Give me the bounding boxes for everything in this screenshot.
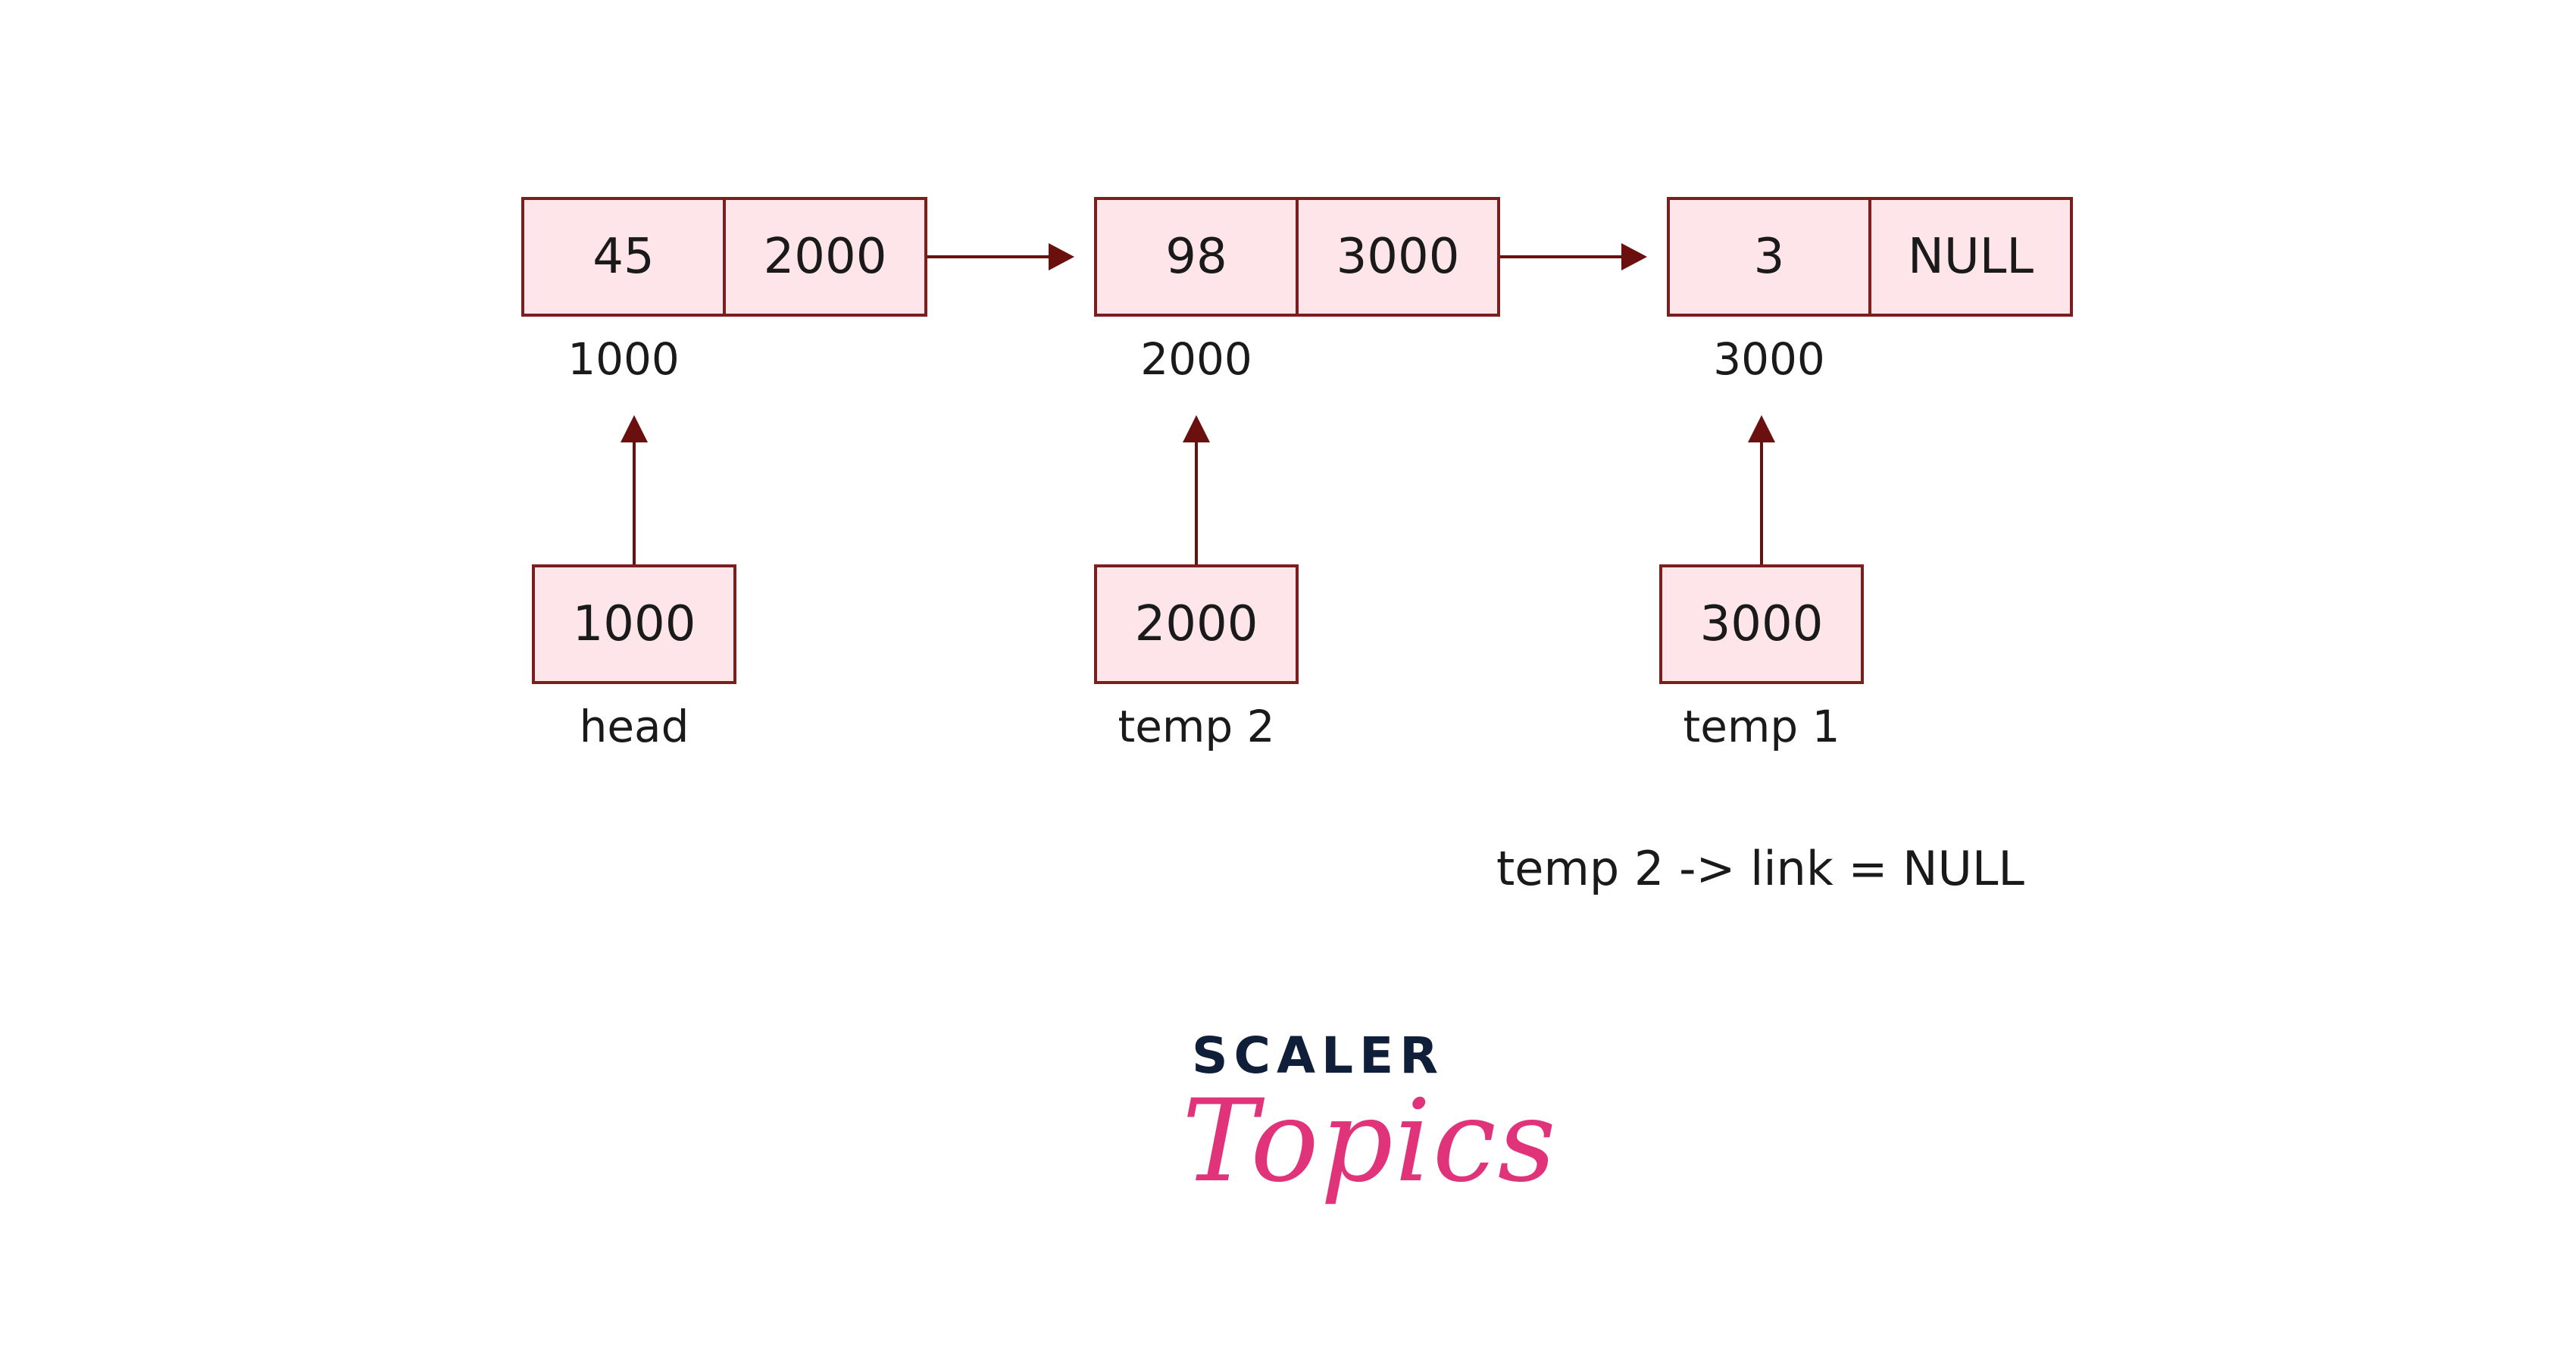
head-arrow-head	[621, 415, 648, 442]
statement-text: temp 2 -> link = NULL	[1496, 841, 2024, 896]
temp2-pointer-box: 2000	[1094, 564, 1299, 684]
node-3-address-label: 3000	[1713, 333, 1825, 385]
node-1-address-label: 1000	[567, 333, 680, 385]
logo-topics-text: Topics	[1182, 1076, 1558, 1208]
logo-scaler-text: SCALER	[1192, 1026, 1445, 1085]
temp1-arrow-head	[1748, 415, 1775, 442]
temp2-arrow-head	[1183, 415, 1210, 442]
node-2-link-cell: 3000	[1296, 197, 1500, 317]
node-3-link-cell: NULL	[1868, 197, 2073, 317]
head-pointer-box: 1000	[532, 564, 736, 684]
temp1-pointer-label: temp 1	[1683, 701, 1840, 752]
head-pointer-label: head	[579, 701, 689, 752]
temp2-pointer-label: temp 2	[1118, 701, 1275, 752]
node-1-data-cell: 45	[521, 197, 726, 317]
link-arrow-2-head	[1621, 243, 1647, 270]
link-arrow-1-head	[1049, 243, 1074, 270]
temp1-pointer-box: 3000	[1659, 564, 1864, 684]
node-2-address-label: 2000	[1140, 333, 1252, 385]
node-2-data-cell: 98	[1094, 197, 1299, 317]
node-1-link-cell: 2000	[723, 197, 927, 317]
